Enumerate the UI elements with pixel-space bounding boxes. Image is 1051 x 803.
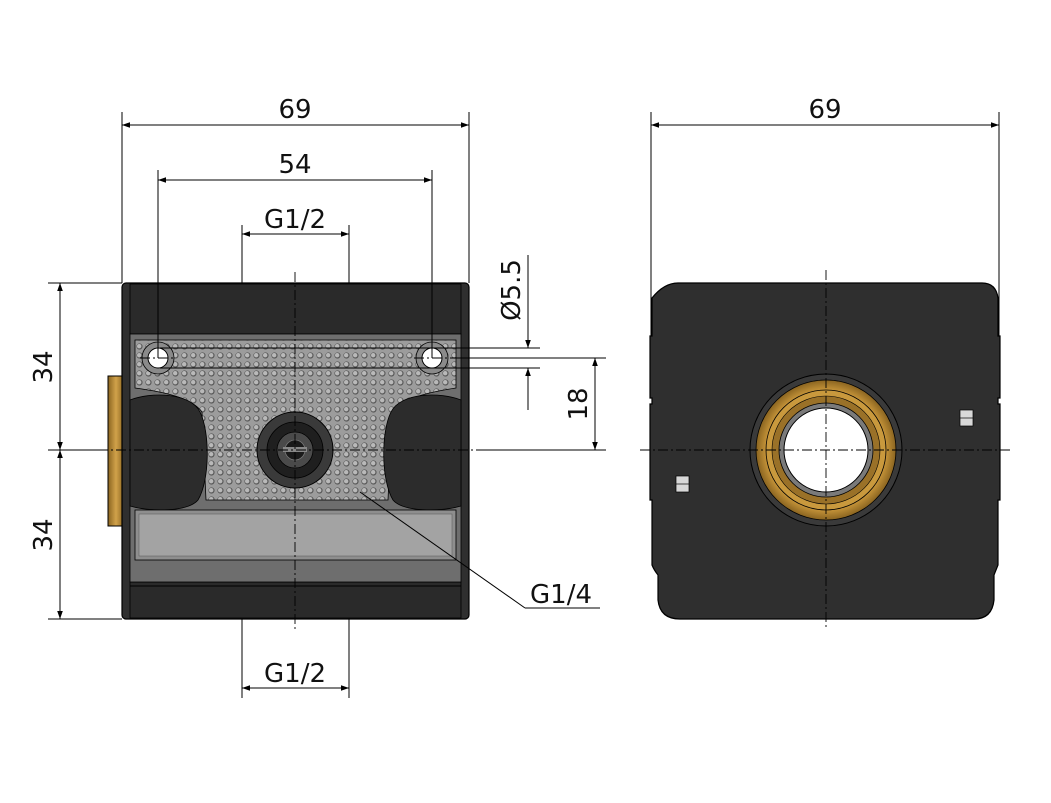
dim-hole-diameter: Ø5.5 [497, 259, 527, 321]
dim-hole-offset: 18 [564, 387, 594, 420]
dim-height-upper: 34 [29, 350, 59, 383]
front-view [98, 272, 480, 630]
side-dimensions: 69 [650, 95, 1000, 336]
bottom-band [129, 581, 462, 619]
dim-hole-spacing: 54 [278, 150, 311, 180]
side-view [640, 270, 1012, 630]
right-pocket [383, 394, 462, 511]
side-clip-right [959, 409, 974, 427]
dim-side-width: 69 [808, 95, 841, 125]
gauge-port [256, 411, 334, 489]
dim-height-lower: 34 [29, 518, 59, 551]
side-clip-left [675, 475, 690, 493]
dim-top-port: G1/2 [264, 205, 326, 235]
dim-front-width: 69 [278, 95, 311, 125]
top-band [129, 283, 462, 335]
dim-gauge-port: G1/4 [530, 580, 592, 610]
front-dimensions: 69 54 G1/2 G1/2 34 34 Ø5.5 [29, 95, 606, 698]
dim-bottom-port: G1/2 [264, 659, 326, 689]
left-pocket [129, 394, 208, 511]
